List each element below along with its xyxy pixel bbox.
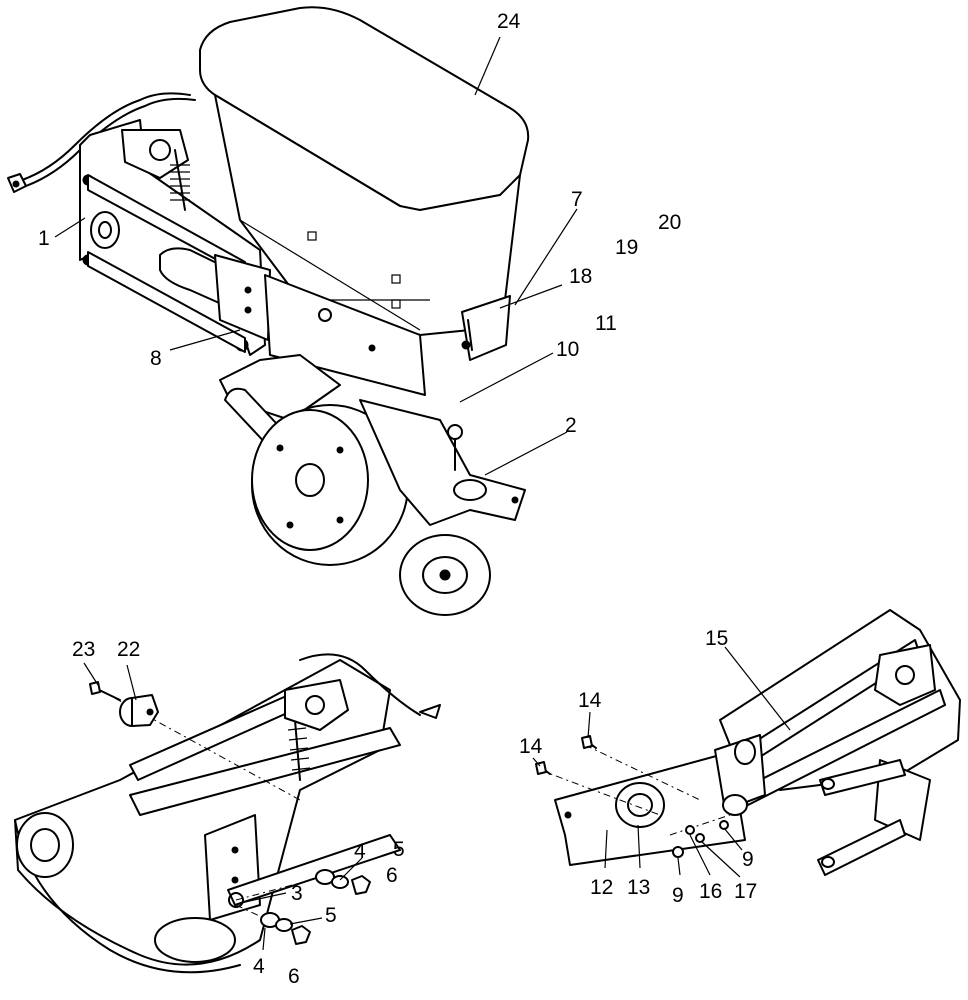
hose-connector bbox=[7, 173, 27, 193]
callout-18: 18 bbox=[569, 265, 592, 288]
callout-16: 16 bbox=[699, 880, 722, 903]
callout-6-lower: 6 bbox=[288, 965, 300, 988]
callout-9-right: 9 bbox=[742, 848, 754, 871]
callout-8: 8 bbox=[150, 347, 162, 370]
callout-17: 17 bbox=[734, 880, 757, 903]
callout-20: 20 bbox=[658, 211, 681, 234]
hopper-latch bbox=[461, 295, 511, 361]
callout-15: 15 bbox=[705, 627, 728, 650]
callout-23: 23 bbox=[72, 638, 95, 661]
callout-1: 1 bbox=[38, 227, 50, 250]
callout-12: 12 bbox=[590, 876, 613, 899]
frame-detail-left bbox=[14, 653, 441, 974]
closing-wheel bbox=[399, 534, 491, 616]
callout-13: 13 bbox=[627, 876, 650, 899]
callout-11: 11 bbox=[595, 312, 617, 335]
callout-3: 3 bbox=[291, 882, 303, 905]
leader-lines bbox=[54, 36, 791, 951]
callout-14-upper: 14 bbox=[578, 689, 602, 712]
callout-6-upper: 6 bbox=[386, 864, 398, 887]
callout-10: 10 bbox=[556, 338, 579, 361]
seed-meter bbox=[90, 211, 120, 249]
frame-detail-right bbox=[535, 609, 961, 876]
callout-labels: 24 1 7 20 19 18 11 10 8 2 23 22 4 5 6 3 … bbox=[38, 10, 757, 988]
callout-2: 2 bbox=[565, 414, 577, 437]
callout-9-left: 9 bbox=[672, 884, 684, 907]
bolt-23 bbox=[89, 681, 121, 701]
gauge-wheel bbox=[219, 354, 409, 566]
callout-7: 7 bbox=[571, 188, 583, 211]
callout-14-lower: 14 bbox=[519, 735, 543, 758]
callout-4-lower: 4 bbox=[253, 955, 265, 978]
row-unit-assembly bbox=[7, 6, 530, 616]
callout-4-upper: 4 bbox=[354, 840, 366, 863]
callout-24: 24 bbox=[497, 10, 521, 33]
callout-19: 19 bbox=[615, 236, 638, 259]
bolt-14a bbox=[581, 735, 597, 749]
callout-5-lower: 5 bbox=[325, 904, 337, 927]
callout-22: 22 bbox=[117, 638, 140, 661]
callout-5-upper: 5 bbox=[393, 838, 405, 861]
seed-hopper bbox=[199, 6, 530, 336]
bracket-22 bbox=[119, 694, 159, 727]
